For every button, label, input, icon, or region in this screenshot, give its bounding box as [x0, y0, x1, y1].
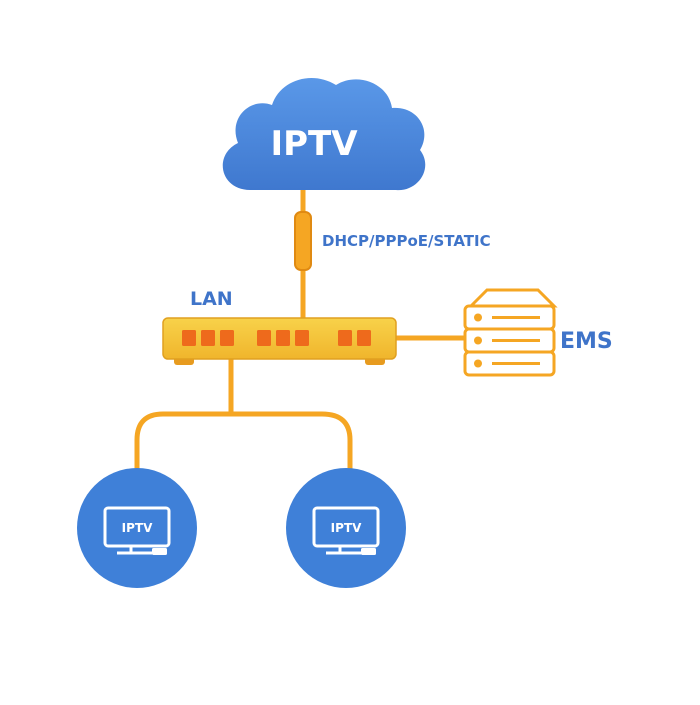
cloud-label: IPTV — [270, 124, 358, 164]
router-icon — [162, 317, 397, 365]
tv-icon — [103, 506, 171, 555]
client-tv-2: IPTV — [286, 468, 406, 588]
lan-branch — [134, 411, 353, 470]
server-label: EMS — [560, 329, 613, 354]
router-ports — [182, 330, 371, 346]
uplink-label: DHCP/PPPoE/STATIC — [322, 232, 491, 250]
client-circle — [286, 468, 406, 588]
cloud-icon — [222, 77, 426, 191]
lan-label: LAN — [190, 288, 233, 310]
client-label: IPTV — [331, 521, 362, 535]
server-rack-icon — [463, 288, 558, 377]
tv-icon — [312, 506, 380, 555]
links — [134, 190, 465, 470]
uplink-connector — [294, 211, 312, 271]
client-tv-1: IPTV — [77, 468, 197, 588]
client-circle — [77, 468, 197, 588]
client-label: IPTV — [122, 521, 153, 535]
